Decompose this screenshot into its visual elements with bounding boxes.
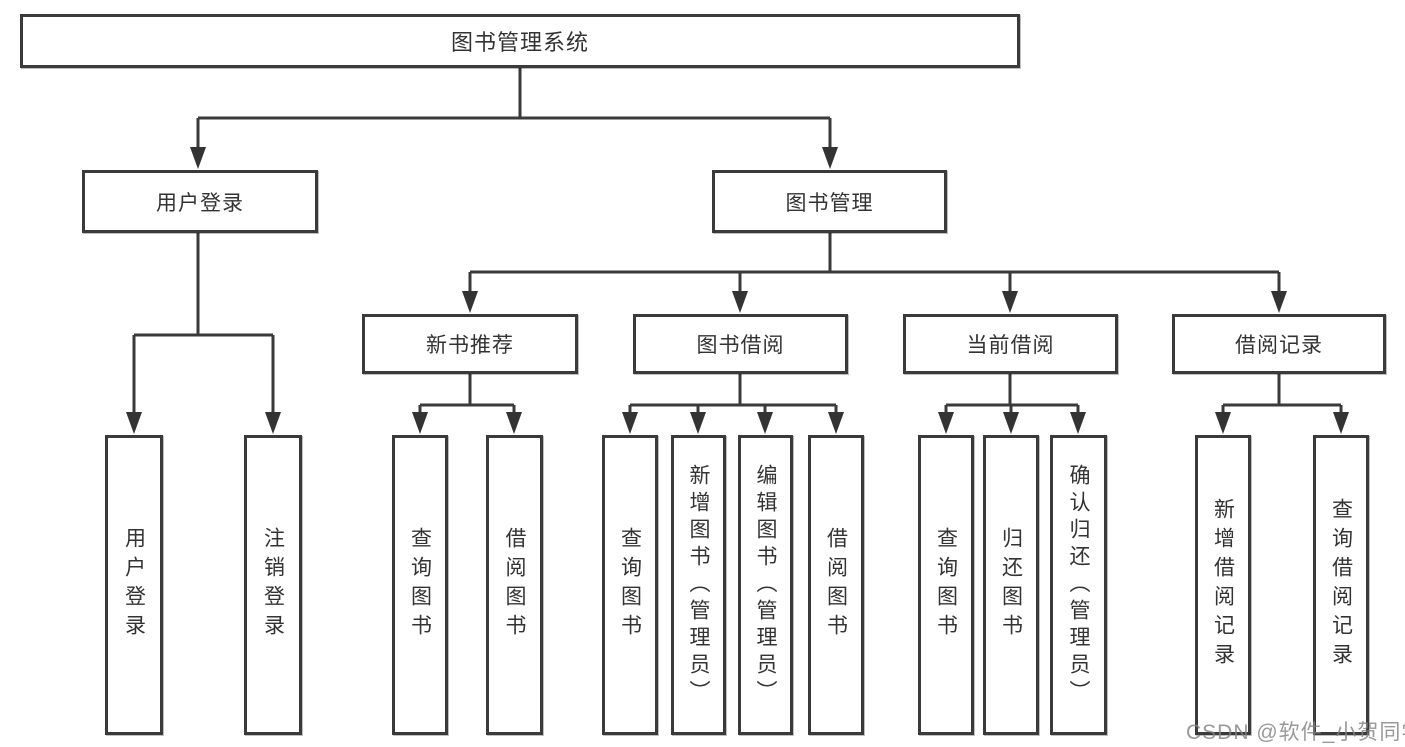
node-label: 确认归还（管理员） bbox=[1067, 463, 1090, 707]
node-label: 借阅记录 bbox=[1235, 334, 1323, 357]
node-label: 用户登录 bbox=[156, 191, 244, 215]
node-label: 查询图书 bbox=[934, 527, 958, 643]
node-book-borrowing: 图书借阅 bbox=[633, 314, 848, 374]
node-book-management: 图书管理 bbox=[712, 170, 947, 233]
node-label: 新增图书（管理员） bbox=[687, 463, 710, 707]
leaf-user-login: 用户登录 bbox=[105, 435, 163, 735]
leaf-query-books-current: 查询图书 bbox=[918, 435, 974, 735]
node-label: 借阅图书 bbox=[824, 527, 848, 643]
leaf-query-books-recommendation: 查询图书 bbox=[392, 435, 448, 735]
node-label: 查询图书 bbox=[618, 527, 642, 643]
leaf-add-books-admin: 新增图书（管理员） bbox=[671, 435, 726, 735]
leaf-query-books-borrowing: 查询图书 bbox=[602, 435, 658, 735]
leaf-borrow-books-recommendation: 借阅图书 bbox=[486, 435, 543, 735]
node-user-login: 用户登录 bbox=[82, 170, 318, 233]
leaf-add-borrowing-record: 新增借阅记录 bbox=[1195, 435, 1251, 735]
node-label: 新增借阅记录 bbox=[1211, 498, 1235, 672]
leaf-query-borrowing-record: 查询借阅记录 bbox=[1313, 435, 1369, 735]
leaf-return-books: 归还图书 bbox=[983, 435, 1039, 735]
node-label: 用户登录 bbox=[122, 527, 146, 643]
node-label: 图书管理 bbox=[785, 191, 874, 215]
node-label: 查询借阅记录 bbox=[1329, 498, 1353, 672]
node-label: 归还图书 bbox=[999, 527, 1023, 643]
node-new-book-recommendation: 新书推荐 bbox=[362, 314, 578, 374]
leaf-confirm-return-admin: 确认归还（管理员） bbox=[1050, 435, 1107, 735]
csdn-watermark: CSDN @软件_小贺同学 bbox=[1186, 721, 1405, 744]
node-label: 注销登录 bbox=[261, 527, 285, 643]
leaf-logout: 注销登录 bbox=[244, 435, 302, 735]
node-label: 图书管理系统 bbox=[450, 30, 589, 55]
node-label: 新书推荐 bbox=[426, 334, 514, 357]
node-label: 图书借阅 bbox=[696, 334, 785, 357]
node-label: 借阅图书 bbox=[503, 527, 526, 643]
leaf-borrow-books-borrowing: 借阅图书 bbox=[808, 435, 864, 735]
node-label: 编辑图书（管理员） bbox=[754, 463, 777, 707]
node-current-borrowing: 当前借阅 bbox=[903, 314, 1118, 374]
leaf-edit-books-admin: 编辑图书（管理员） bbox=[738, 435, 793, 735]
node-label: 查询图书 bbox=[408, 527, 432, 643]
node-borrowing-records: 借阅记录 bbox=[1172, 314, 1386, 374]
node-label: 当前借阅 bbox=[966, 334, 1055, 357]
node-root-system: 图书管理系统 bbox=[20, 14, 1020, 68]
